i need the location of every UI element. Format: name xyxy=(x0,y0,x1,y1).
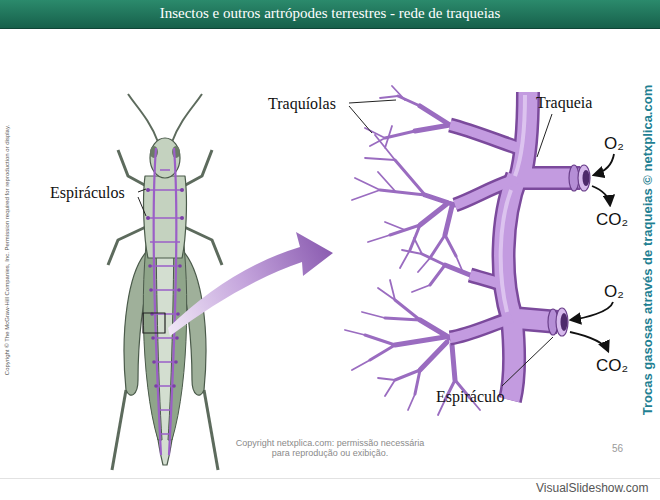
leg xyxy=(112,390,126,470)
part-label: Espiráculo xyxy=(436,388,504,406)
side-credit: Trocas gasosas através de traqueias © ne… xyxy=(641,85,656,415)
leg xyxy=(204,390,218,470)
antenna xyxy=(128,94,158,142)
slide-number: 56 xyxy=(612,443,623,455)
slide-edge xyxy=(0,478,660,479)
antenna xyxy=(172,94,202,142)
spiracle-dots xyxy=(146,188,184,388)
header-bar xyxy=(0,0,660,28)
leader-lines xyxy=(138,100,553,386)
inset-frame xyxy=(143,313,165,333)
spiracles xyxy=(548,165,590,336)
thorax xyxy=(144,176,187,258)
gas-arrows xyxy=(570,154,614,351)
gas-label: O₂ xyxy=(604,282,624,302)
gas-label: CO₂ xyxy=(596,356,628,376)
part-label: Traqueia xyxy=(536,94,592,112)
zoom-arrow xyxy=(168,232,333,336)
figure-copyright: Copyright © The McGraw-Hill Companies, I… xyxy=(4,125,11,375)
part-label: Espiráculos xyxy=(50,184,125,202)
footer-copyright: Copyright netxplica.com: permissão neces… xyxy=(230,438,430,459)
trachea-branch xyxy=(148,170,182,434)
watermark: VisualSlideshow.com xyxy=(536,482,649,496)
grasshopper xyxy=(108,94,222,470)
gas-label: O₂ xyxy=(604,134,624,154)
trachea-trunk xyxy=(154,148,177,455)
header-rule xyxy=(0,28,660,29)
trachea-tubes xyxy=(450,92,580,400)
gas-label: CO₂ xyxy=(596,210,628,230)
slide-title: Insectos e outros artrópodes terrestres … xyxy=(160,5,501,22)
part-label: Traquíolas xyxy=(268,95,336,113)
